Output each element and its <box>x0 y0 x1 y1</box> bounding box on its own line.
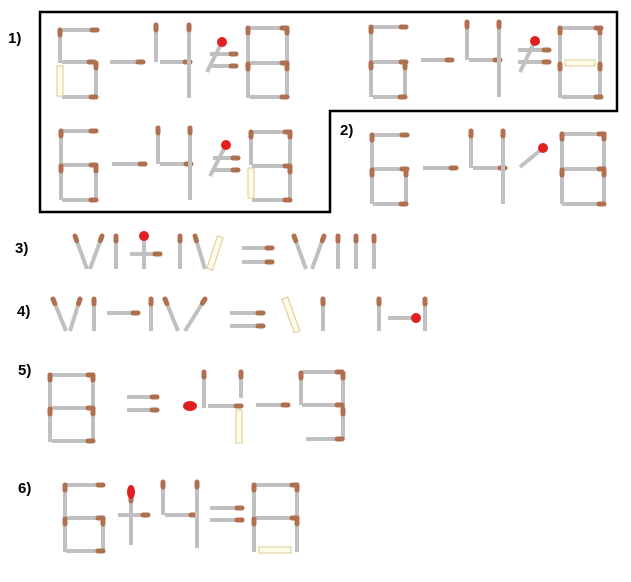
matchstick-90 <box>310 233 327 270</box>
matchstick-31 <box>518 36 540 73</box>
ghost-match-86 <box>206 235 224 271</box>
matchstick-100 <box>183 296 208 333</box>
matchstick-94 <box>50 296 68 332</box>
matchstick-51 <box>208 140 231 177</box>
matchstick-85 <box>192 233 207 270</box>
label-puzzle-4: 4) <box>17 303 31 320</box>
matchstick-89 <box>291 233 308 270</box>
label-puzzle-5: 5) <box>18 362 32 379</box>
matchstick-80 <box>88 233 105 270</box>
label-puzzle-3: 3) <box>15 240 29 257</box>
label-puzzle-1: 1) <box>8 30 22 47</box>
red-match-head-117 <box>183 401 197 411</box>
ghost-match-149 <box>258 546 292 554</box>
red-match-head-136 <box>127 485 135 499</box>
matchstick-99 <box>162 296 180 332</box>
ghost-match-40 <box>564 59 596 67</box>
group-1-border <box>38 10 619 214</box>
matchsticks <box>47 19 607 554</box>
ghost-match-121 <box>235 409 243 444</box>
matchstick-71 <box>518 143 548 169</box>
ghost-match-103 <box>281 296 301 334</box>
matchstick-95 <box>68 296 83 332</box>
ghost-match-60 <box>247 167 255 199</box>
matchstick-82 <box>139 231 149 269</box>
matchstick-106 <box>388 313 421 323</box>
matchstick-79 <box>72 233 89 270</box>
matchstick-11 <box>205 37 227 73</box>
label-puzzle-6: 6) <box>18 480 32 497</box>
ghost-match-6 <box>56 65 64 97</box>
label-puzzle-2: 2) <box>340 122 354 139</box>
